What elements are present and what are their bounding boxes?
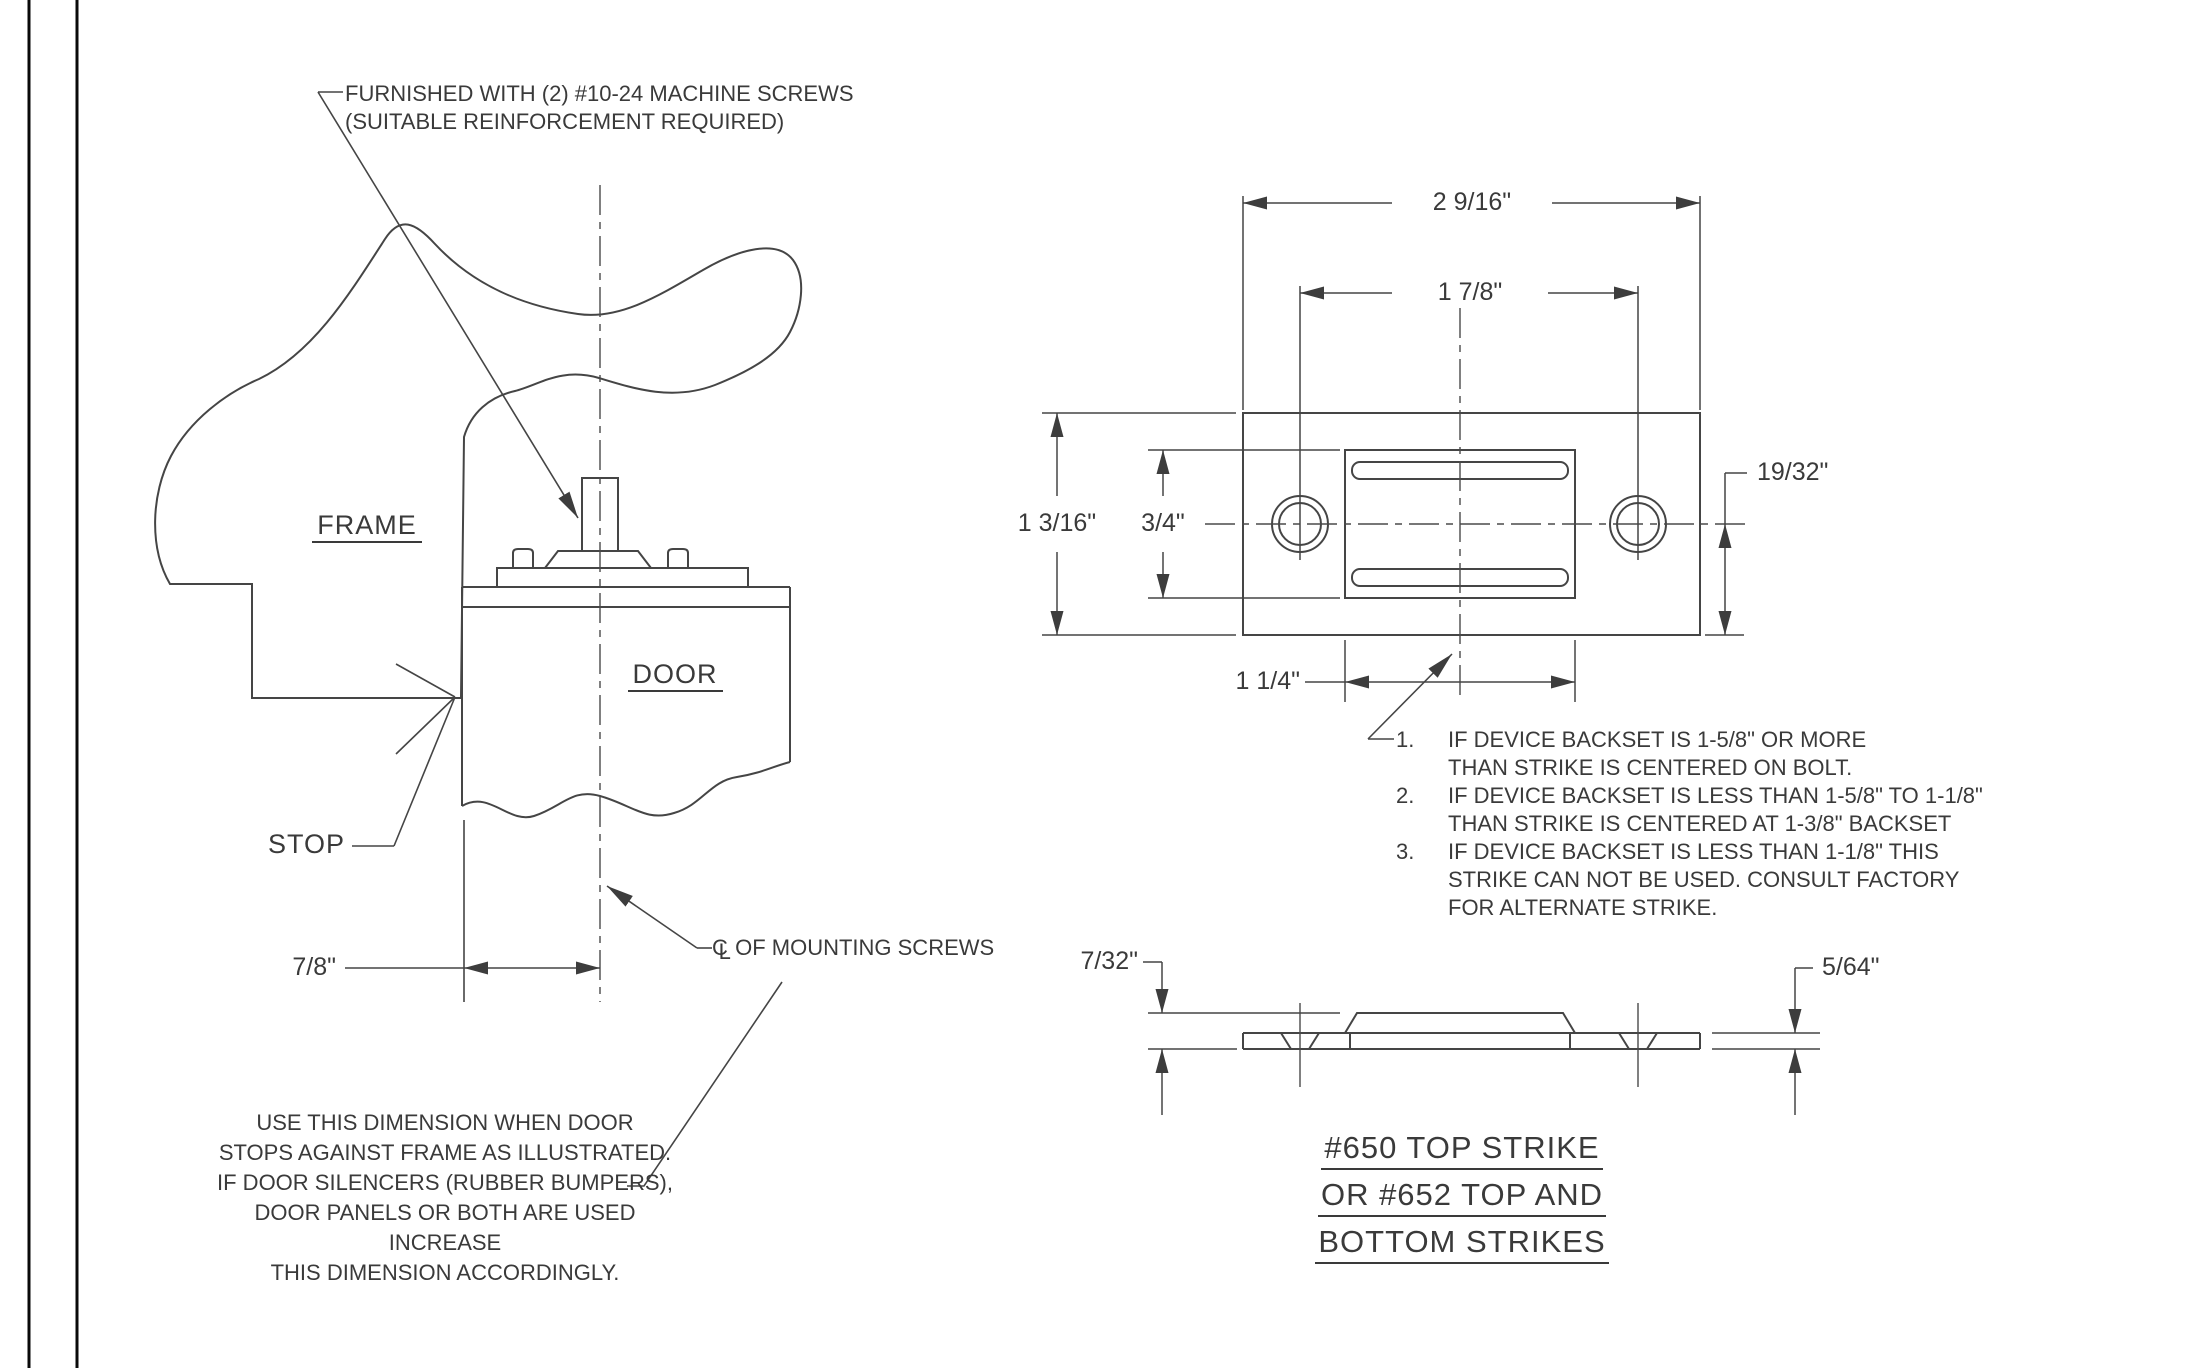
note-3-text: IF DEVICE BACKSET IS LESS THAN 1-1/8" TH… — [1448, 839, 1960, 920]
note-2: 2. IF DEVICE BACKSET IS LESS THAN 1-5/8"… — [1396, 783, 1983, 836]
strike-profile-centerlines — [1299, 1003, 1639, 1087]
stop-label: STOP — [267, 829, 345, 859]
mounting-screws-cl-leader — [606, 885, 712, 949]
paragraph-leader — [627, 981, 783, 1187]
strike-model-title: #650 TOP STRIKE OR #652 TOP AND BOTTOM S… — [1307, 1130, 1617, 1271]
strike-profile-dimension-lines — [1143, 961, 1820, 1115]
machine-screw-note-line2: (SUITABLE REINFORCEMENT REQUIRED) — [345, 109, 785, 134]
backset-notes-list: 1. IF DEVICE BACKSET IS 1-5/8" OR MORE T… — [1396, 726, 1983, 922]
machine-screw-note: FURNISHED WITH (2) #10-24 MACHINE SCREWS… — [345, 80, 854, 136]
strike-and-screw — [496, 477, 749, 587]
note-1: 1. IF DEVICE BACKSET IS 1-5/8" OR MORE T… — [1396, 727, 1867, 780]
frame-outline — [154, 223, 803, 699]
center-to-edge-dimension-label: 19/32" — [1757, 458, 1829, 486]
sheet-border-lines — [27, 0, 79, 1368]
strike-profile-outline — [1242, 1012, 1701, 1050]
note-1-text: IF DEVICE BACKSET IS 1-5/8" OR MORE THAN… — [1448, 727, 1867, 780]
opening-width-dimension-label: 1 1/4" — [1235, 667, 1300, 695]
overall-width-dimension-label: 2 9/16" — [1432, 188, 1512, 216]
machine-screw-note-line1: FURNISHED WITH (2) #10-24 MACHINE SCREWS — [345, 81, 854, 106]
profile-height-dimension-label: 7/32" — [1080, 947, 1138, 975]
dimension-arrowheads — [464, 196, 1802, 1073]
note-3: 3. IF DEVICE BACKSET IS LESS THAN 1-1/8"… — [1396, 839, 1960, 920]
stop-leader — [352, 663, 456, 847]
strike-plan-centerlines — [1205, 308, 1745, 700]
strike-model-title-line1: #650 TOP STRIKE — [1307, 1130, 1617, 1170]
frame-label: FRAME — [305, 510, 429, 543]
machine-screw-leader — [317, 91, 579, 519]
dimension-usage-paragraph: USE THIS DIMENSION WHEN DOOR STOPS AGAIN… — [217, 1110, 673, 1285]
note1-leader — [1367, 653, 1453, 740]
profile-thickness-dimension-label: 5/64" — [1822, 953, 1880, 981]
backset-dimension-lines — [345, 820, 600, 1002]
hole-spacing-dimension-label: 1 7/8" — [1437, 278, 1503, 306]
opening-height-dimension-label: 3/4" — [1141, 509, 1185, 537]
door-outline — [461, 586, 791, 819]
strike-model-title-line2: OR #652 TOP AND — [1307, 1177, 1617, 1217]
note-2-text: IF DEVICE BACKSET IS LESS THAN 1-5/8" TO… — [1448, 783, 1983, 836]
strike-model-title-line3: BOTTOM STRIKES — [1307, 1224, 1617, 1264]
backset-dimension-label: 7/8" — [292, 953, 336, 981]
overall-height-dimension-label: 1 3/16" — [1017, 509, 1097, 537]
door-label: DOOR — [615, 659, 735, 692]
strike-plan-dimension-lines — [1042, 196, 1747, 702]
